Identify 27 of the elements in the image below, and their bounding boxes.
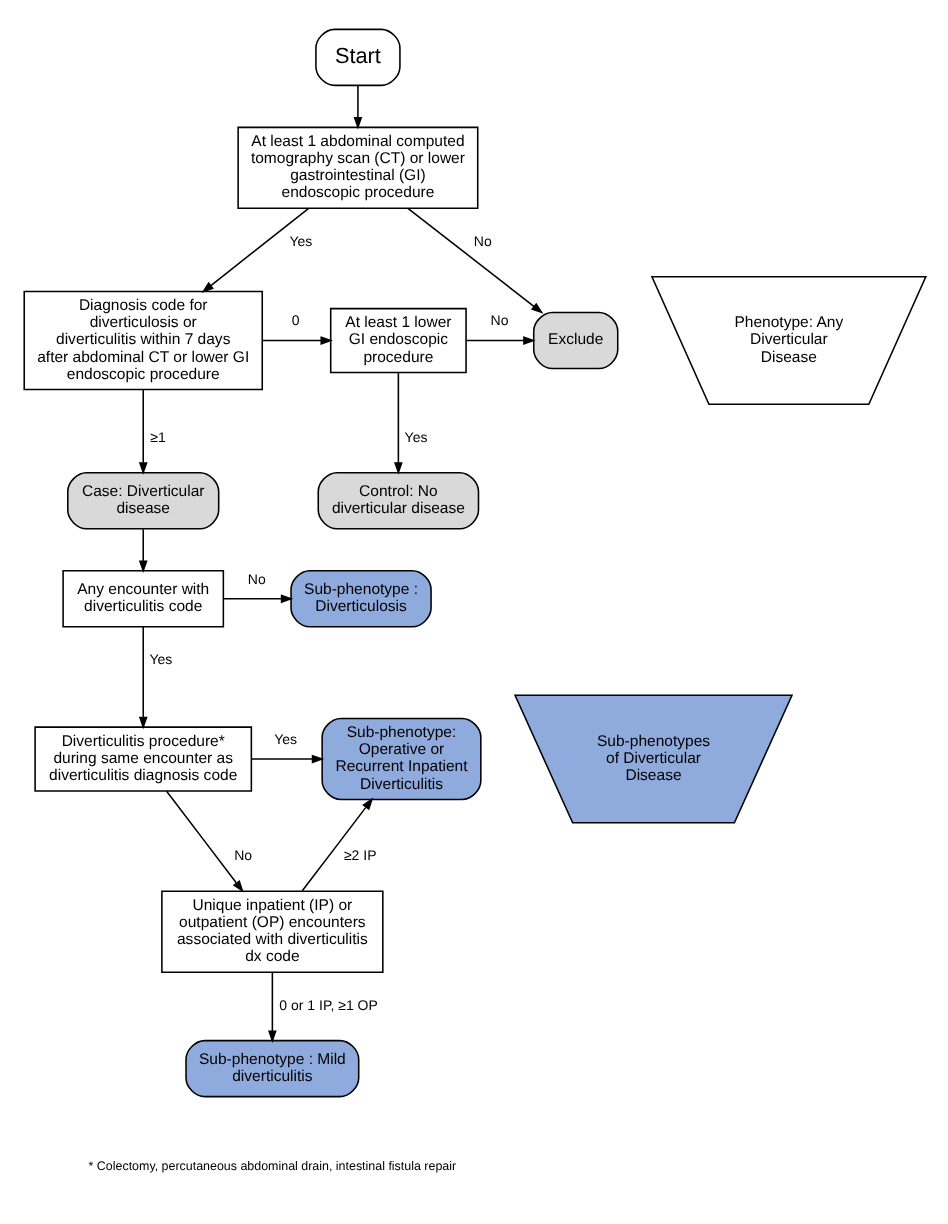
arrow [300, 797, 373, 892]
arrow [221, 594, 293, 604]
arrow [464, 336, 535, 345]
arrow [267, 971, 276, 1043]
node-box: Case: Diverticular disease [66, 472, 219, 530]
arrow [137, 528, 147, 573]
node-box: Exclude [531, 311, 618, 370]
arrow [137, 626, 147, 730]
node-box: Start [314, 28, 400, 87]
arrow [393, 372, 402, 475]
arrow [200, 207, 309, 293]
node-box: Sub-phenotype: Operative or Recurrent Inpatient Diverticulitis [320, 717, 481, 801]
node-box: Diagnosis code for diverticulosis or diverticulitis within 7 days after abdominal CT or lower GI endoscopic procedure [22, 290, 263, 391]
arrow [352, 84, 362, 130]
arrow [250, 754, 324, 764]
node-box: Any encounter with diverticulitis code [61, 570, 224, 628]
node-box: Diverticulitis procedure* during same encounter as diverticulitis diagnosis code [33, 726, 252, 792]
arrow [260, 336, 332, 345]
node-box: Sub-phenotype : Diverticulosis [289, 570, 431, 628]
node-box: Sub-phenotype : Mild diverticulitis [184, 1039, 359, 1098]
node-box: At least 1 lower GI endoscopic procedure [328, 307, 466, 374]
node-box: At least 1 abdominal computed tomography scan (CT) or lower gastrointestinal (GI) endoscopic procedure [236, 126, 478, 210]
arrow [406, 207, 543, 314]
node-box: Control: No diverticular disease [316, 472, 479, 530]
arrow [164, 790, 243, 893]
arrow [137, 388, 147, 475]
node-box: Unique inpatient (IP) or outpatient (OP) encounters associated with diverticulitis dx code [160, 890, 383, 973]
